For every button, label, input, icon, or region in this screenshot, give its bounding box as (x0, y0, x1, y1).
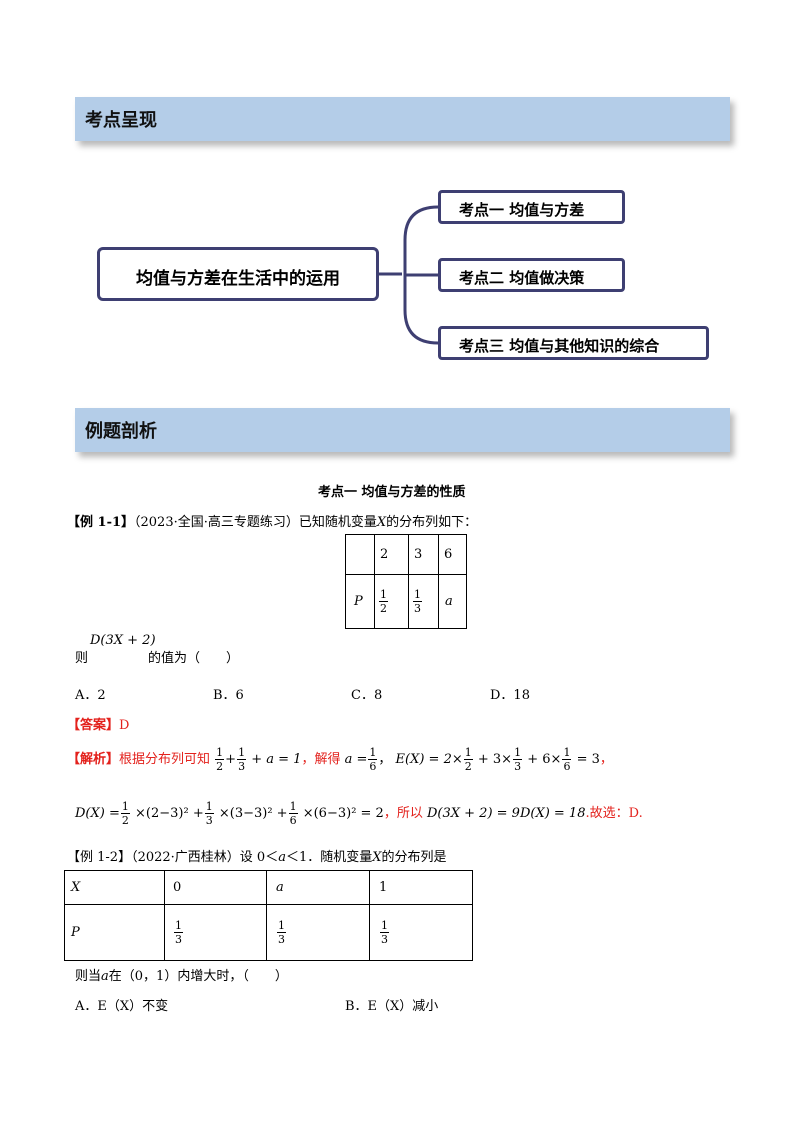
mindmap-branch-2: 考点二 均值做决策 (438, 258, 625, 292)
option-b: B．6 (213, 688, 244, 703)
mindmap-branch-label: 考点三 均值与其他知识的综合 (459, 337, 660, 355)
example-source: （2023·全国·高三专题练习）已知随机变量 (134, 515, 377, 530)
section-banner-example-analysis: 例题剖析 (75, 408, 730, 452)
example-1-2-question: 则当a在（0，1）内增大时，（ ） (75, 969, 288, 984)
topic-title: 考点一 均值与方差的性质 (318, 485, 466, 500)
example-label: 【例 1-1】 (67, 515, 135, 530)
table-cell-p: P (64, 904, 165, 961)
table-cell: 2 (374, 534, 409, 575)
example-1-2-heading: 【例 1-2】（2022·广西桂林）设 0＜a＜1．随机变量X的分布列是 (67, 850, 447, 865)
option-b: B．E（X）减小 (345, 999, 439, 1014)
table-cell-p: P (345, 574, 375, 629)
table-cell: a (438, 574, 467, 629)
variable-x: X (376, 515, 387, 530)
banner-title: 例题剖析 (85, 421, 157, 442)
question-text: 则的值为（ ） (75, 651, 240, 666)
table-cell: a (266, 870, 370, 905)
mindmap-main-label: 均值与方差在生活中的运用 (136, 269, 340, 289)
mindmap-branch-3: 考点三 均值与其他知识的综合 (438, 326, 709, 360)
mindmap-main-node: 均值与方差在生活中的运用 (97, 247, 379, 301)
section-banner-exam-points: 考点呈现 (75, 97, 730, 141)
mindmap-branch-1: 考点一 均值与方差 (438, 190, 625, 224)
example-1-1-heading: 【例 1-1】（2023·全国·高三专题练习）已知随机变量X的分布列如下： (67, 511, 477, 530)
table-cell: 6 (438, 534, 467, 575)
mindmap-connectors (379, 205, 439, 345)
option-a: A．2 (75, 688, 106, 703)
example-tail: 的分布列如下： (386, 515, 478, 530)
banner-title: 考点呈现 (85, 110, 157, 131)
mindmap-branch-label: 考点二 均值做决策 (459, 269, 585, 287)
table-cell: 3 (408, 534, 439, 575)
option-c: C．8 (351, 688, 383, 703)
table-cell: 1 (369, 870, 473, 905)
mindmap-branch-label: 考点一 均值与方差 (459, 201, 585, 219)
table-cell: 0 (164, 870, 267, 905)
answer-line: 【答案】D (67, 718, 130, 733)
table-cell: X (64, 870, 165, 905)
table-cell (345, 534, 375, 575)
option-d: D．18 (490, 688, 530, 703)
formula-d3x2: D(3X + 2) (90, 633, 156, 648)
option-a: A．E（X）不变 (75, 999, 169, 1014)
